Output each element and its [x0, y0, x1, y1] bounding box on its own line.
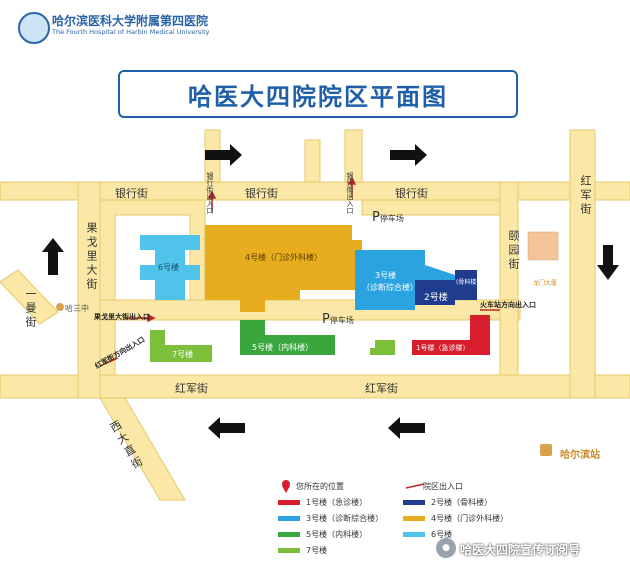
parking-1-letter: P — [372, 210, 380, 225]
building-3-label: 3号楼 — [375, 271, 397, 280]
landmark-gate — [527, 231, 559, 261]
legend-item-6: 6号楼 — [431, 529, 453, 539]
road-label-yinhang-3: 银行街 — [395, 187, 428, 200]
legend-swatch-4 — [403, 515, 425, 521]
building-2 — [415, 280, 455, 305]
building-4-annex — [240, 300, 265, 312]
footer-watermark: 哈医大四院宣传订阅号 — [460, 543, 581, 557]
roads — [0, 129, 630, 501]
legend-item-4: 4号楼（门诊外科楼） — [431, 513, 509, 523]
road-yinhang — [0, 181, 630, 201]
road-label-hongjun-vertical: 红军街 — [579, 175, 592, 217]
road-label-guogeli: 果戈里大街 — [85, 222, 98, 292]
legend: 您所在的位置 院区出入口 1号楼（急诊楼） 2号楼（骨科楼） 3号楼（诊断综合楼… — [278, 478, 528, 558]
parking-2: P停车场 — [322, 312, 354, 327]
legend-item-5: 5号楼（内科楼） — [306, 529, 368, 539]
building-3-sublabel: （诊断综合楼） — [362, 283, 418, 292]
entrance-label-guogeli: 果戈里大街出入口 — [94, 313, 150, 321]
road-label-hongjun-right: 红军街 — [365, 382, 398, 395]
road-label-hongjun-left: 红军街 — [175, 382, 208, 395]
hospital-name-en: The Fourth Hospital of Harbin Medical Un… — [52, 28, 210, 36]
building-4-label: 4号楼（门诊外科楼） — [245, 253, 323, 262]
station-icon — [540, 444, 552, 456]
arrow-left-2 — [388, 417, 425, 439]
legend-symbols — [282, 480, 425, 493]
parking-2-text: 停车场 — [329, 316, 354, 325]
building-7-label: 7号楼 — [172, 350, 194, 359]
parking-2-letter: P — [322, 312, 330, 327]
building-2-top — [455, 270, 477, 300]
entrance-label-station: 火车站方向出入口 — [480, 301, 536, 309]
legend-item-7: 7号楼 — [306, 545, 328, 555]
road-hongjun-bottom — [0, 374, 630, 399]
parking-1-text: 停车场 — [379, 214, 404, 223]
wechat-icon: ● — [436, 538, 456, 558]
landmark-station: 哈尔滨站 — [560, 450, 600, 461]
building-6-label: 6号楼 — [158, 263, 180, 272]
legend-item-3: 3号楼（诊断综合楼） — [306, 513, 384, 523]
legend-entrance: 院区出入口 — [423, 481, 463, 491]
landmark-school: 哈三中 — [65, 304, 89, 313]
legend-swatch-3 — [278, 515, 300, 521]
legend-swatch-5 — [278, 531, 300, 537]
arrow-left-1 — [208, 417, 245, 439]
entrance-legend-icon — [405, 483, 425, 489]
legend-swatch-7 — [278, 547, 300, 553]
map-title: 哈医大四院院区平面图 — [188, 82, 448, 111]
building-small-green — [370, 340, 395, 355]
road-label-yiyuan: 颐园街 — [507, 230, 520, 272]
hospital-logo-icon — [18, 12, 50, 44]
legend-item-1: 1号楼（急诊楼） — [306, 497, 368, 507]
legend-swatch-6 — [403, 531, 425, 537]
road-label-yinhang-2: 银行街 — [245, 187, 278, 200]
road-campus-inner — [99, 299, 521, 321]
entrance-label-yinhang-1: 银行街出入口 — [206, 172, 214, 214]
arrow-right-2 — [390, 144, 427, 166]
road-label-yinhang-1: 银行街 — [115, 187, 148, 200]
legend-swatch-1 — [278, 499, 300, 505]
landmark-gate-label: 龙门大厦 — [533, 280, 558, 287]
building-7 — [150, 330, 212, 362]
building-2-label: 2号楼 — [424, 293, 448, 303]
building-2-sublabel: (骨科楼) — [456, 279, 479, 286]
arrow-up — [42, 238, 64, 275]
building-5 — [240, 320, 335, 355]
map-title-box: 哈医大四院院区平面图 — [118, 70, 518, 118]
entrance-label-yinhang-2: 银行街出入口 — [346, 172, 354, 214]
legend-swatch-2 — [403, 499, 425, 505]
entrance-markers — [99, 176, 500, 367]
building-4 — [205, 225, 362, 300]
road-label-yiman: 一曼街 — [24, 288, 37, 330]
road-xida — [99, 397, 186, 501]
building-5-label: 5号楼（内科楼） — [252, 343, 314, 352]
legend-item-2: 2号楼（骨科楼） — [431, 497, 493, 507]
road-hongjun-right — [569, 129, 596, 399]
legend-you-are-here: 您所在的位置 — [296, 481, 344, 491]
hospital-name: 哈尔滨医科大学附属第四医院 — [52, 14, 209, 28]
road-yiman — [0, 269, 59, 325]
building-1 — [412, 315, 490, 355]
arrow-down — [597, 245, 619, 280]
building-6 — [140, 235, 200, 300]
arrow-right-1 — [205, 144, 242, 166]
direction-arrows — [42, 144, 619, 439]
school-icon — [56, 303, 64, 311]
parking-1: P停车场 — [372, 210, 404, 225]
building-1-label: 1号楼（急诊楼） — [416, 344, 470, 352]
